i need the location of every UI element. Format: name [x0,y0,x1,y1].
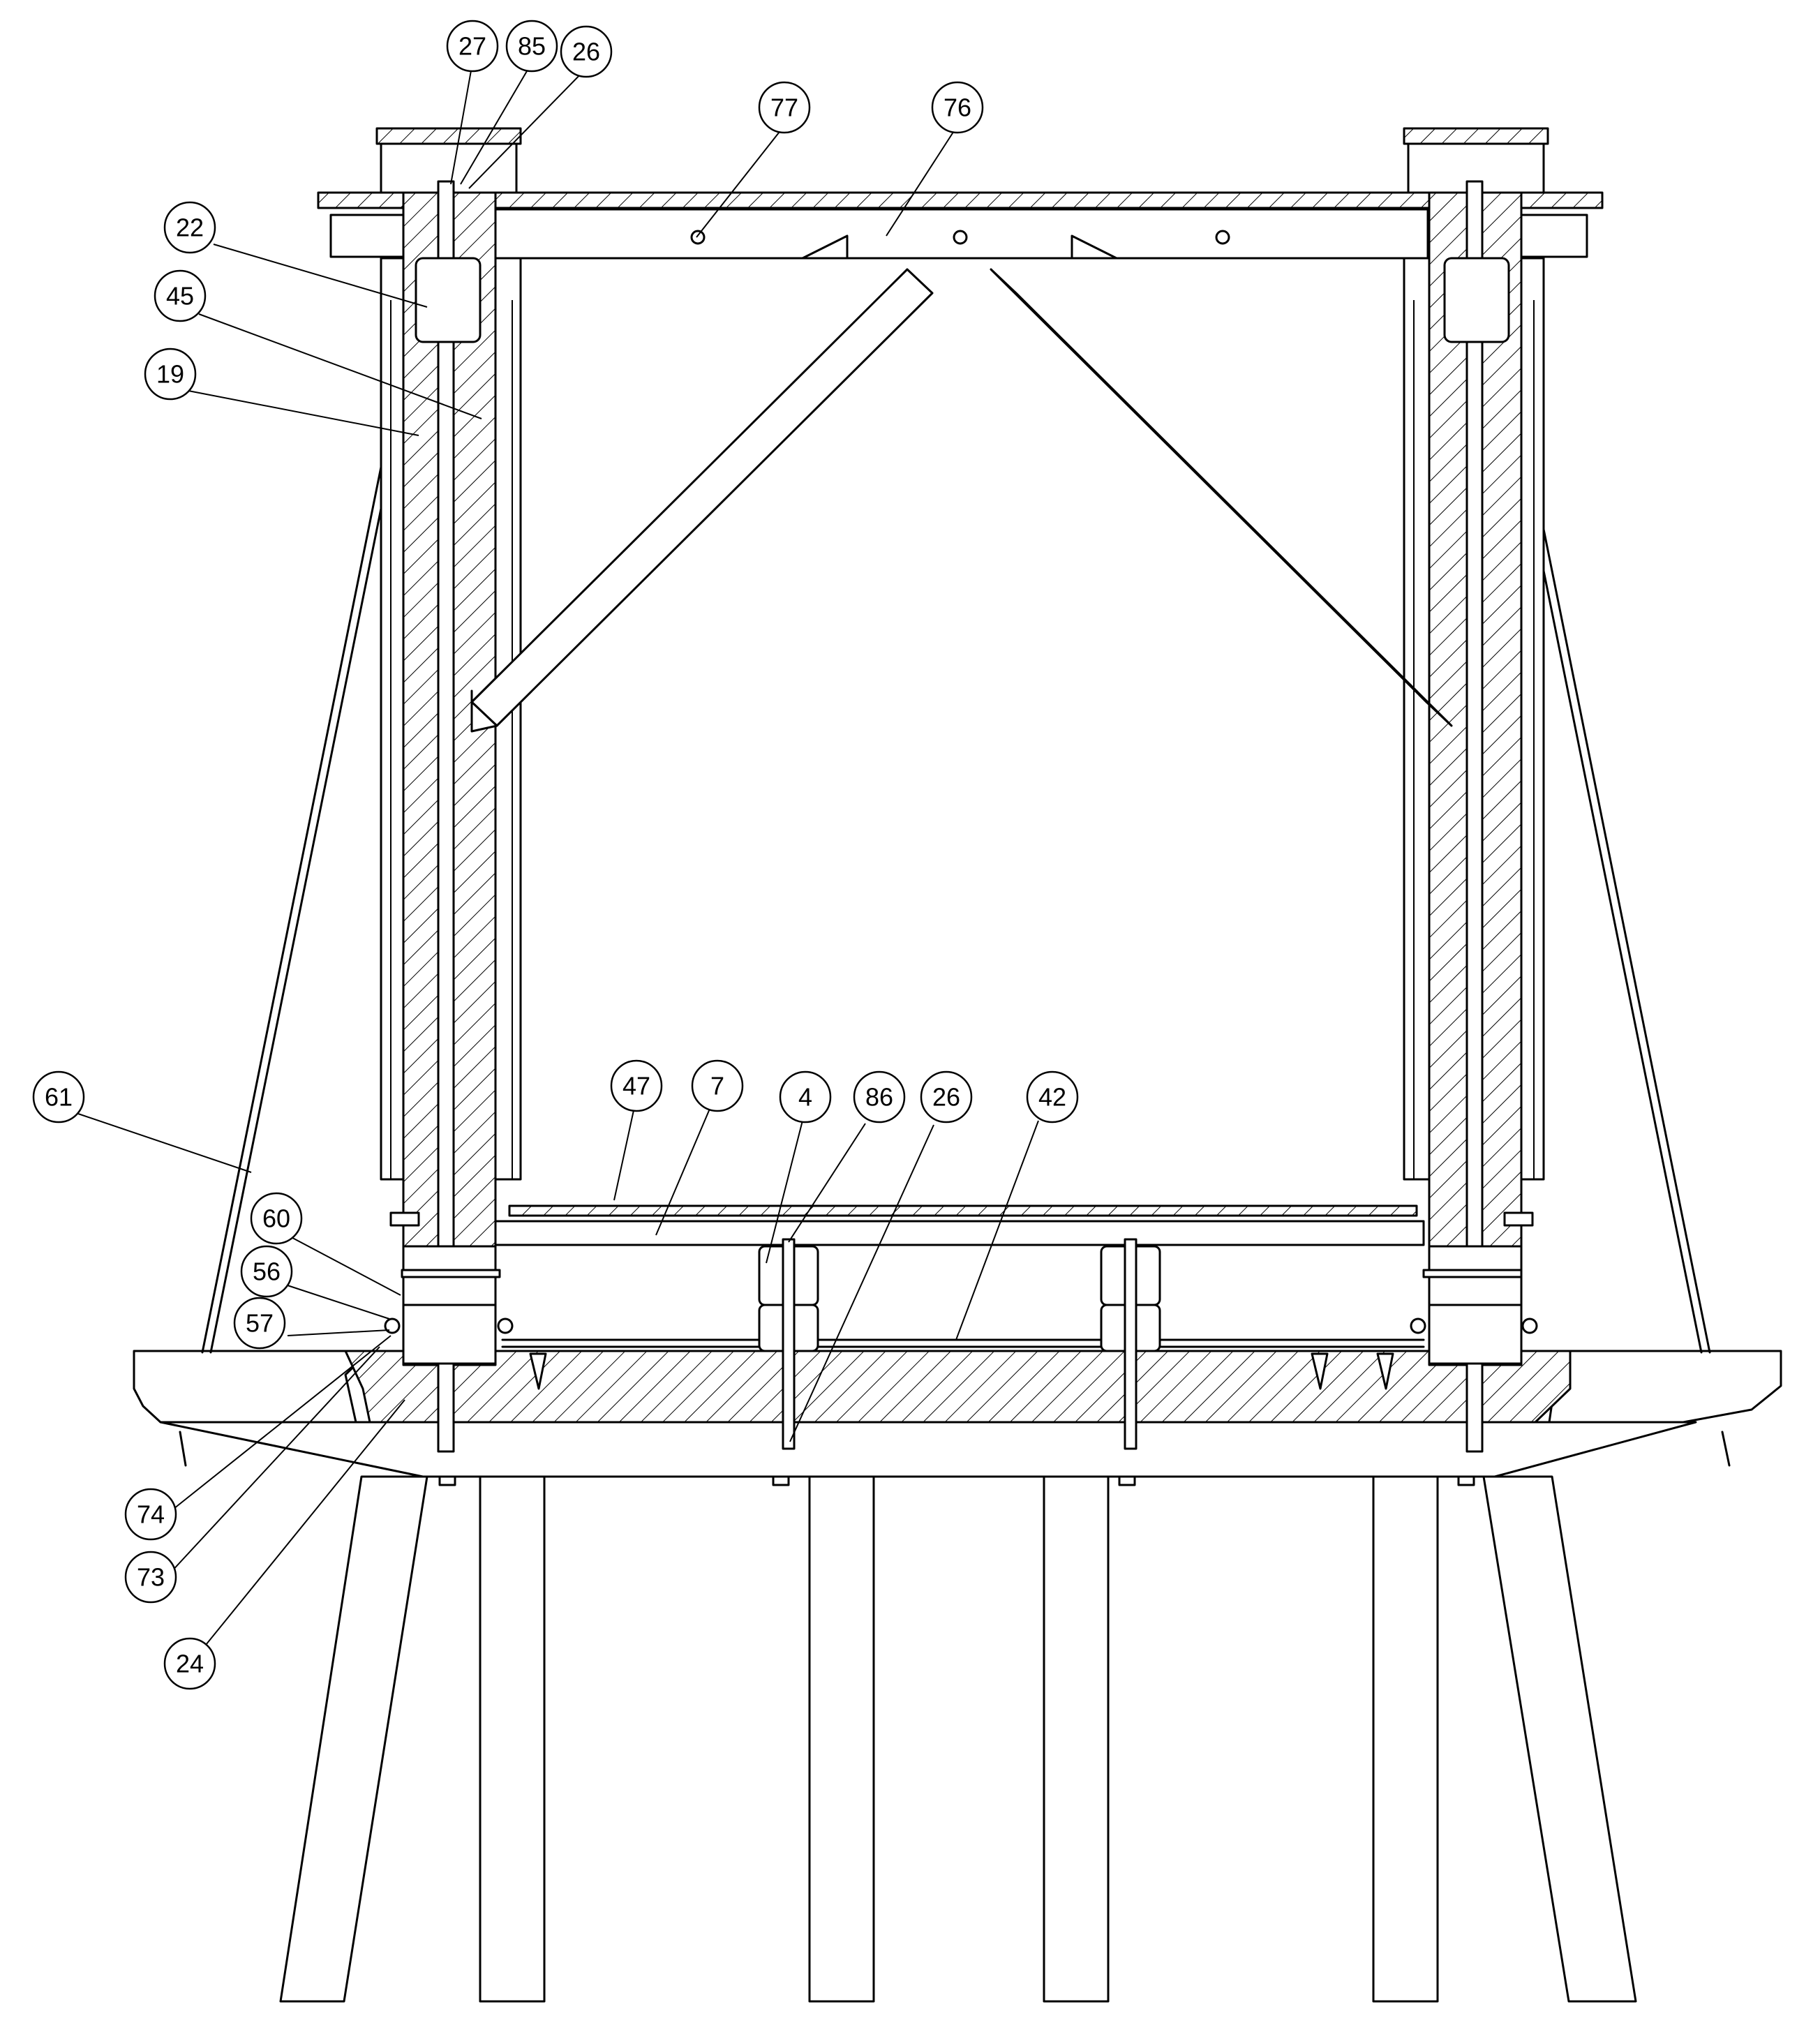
balloon-26-mid: 26 [920,1070,973,1124]
brace-right [990,268,1453,727]
svg-text:19: 19 [156,360,184,389]
left-column [380,180,522,1453]
rod-right [1721,1431,1731,1467]
balloon-86: 86 [853,1070,906,1124]
rod-left-column [437,180,455,1453]
top-cap-right [1403,127,1549,145]
svg-text:73: 73 [137,1563,165,1592]
balloon-77: 77 [758,81,811,134]
bracket [801,234,849,260]
stay-left [201,417,392,1354]
nut [1118,1475,1136,1486]
svg-text:74: 74 [137,1500,165,1529]
top-beam [317,127,1604,260]
pile-1 [479,1475,546,2003]
rod-left [179,1431,187,1467]
pile-outer-left [279,1475,428,2003]
balloon-61: 61 [32,1070,85,1124]
balloons: 27 85 26 77 76 22 45 19 [32,20,1079,1690]
leader-lines [77,62,1039,1660]
balloon-45: 45 [154,269,207,322]
block-22-right [1443,257,1510,343]
svg-text:24: 24 [176,1650,204,1678]
svg-text:56: 56 [253,1257,281,1286]
top-cap-left [375,127,522,145]
cap-beam-lower [159,1421,1697,1478]
top-deck-plate [317,191,1604,209]
walkway-beam-7 [494,1220,1425,1246]
balloon-7: 7 [691,1059,744,1112]
balloon-74: 74 [124,1488,177,1541]
balloon-56: 56 [240,1245,293,1298]
balloon-76: 76 [931,81,984,134]
svg-text:60: 60 [262,1204,290,1233]
svg-text:4: 4 [798,1083,812,1112]
svg-text:42: 42 [1038,1083,1066,1112]
pile-4 [1372,1475,1439,2003]
svg-text:61: 61 [45,1083,73,1112]
bolt-hole [1215,230,1230,245]
piles [279,1475,1637,2003]
svg-text:7: 7 [710,1072,724,1100]
balloon-26-top: 26 [560,25,613,78]
rod-86 [782,1238,796,1450]
balloon-22: 22 [163,201,216,254]
bolt-hole [953,230,968,245]
balloon-47: 47 [610,1059,663,1112]
brace-left [470,268,934,727]
pile-outer-right [1482,1475,1637,2003]
svg-text:47: 47 [622,1072,650,1100]
svg-text:22: 22 [176,214,204,242]
balloon-73: 73 [124,1551,177,1604]
balloon-27: 27 [446,20,499,73]
diagonal-braces [470,268,1453,733]
walkway [494,1204,1425,1450]
balloon-4: 4 [779,1070,832,1124]
nut [438,1475,456,1486]
grating-47 [508,1204,1418,1217]
balloon-60: 60 [250,1192,303,1245]
concrete-cap-section [344,1350,1572,1424]
pile-3 [1043,1475,1110,2003]
nut [1457,1475,1475,1486]
svg-text:57: 57 [246,1309,274,1338]
svg-text:45: 45 [166,282,194,311]
pile-2 [808,1475,875,2003]
svg-text:86: 86 [865,1083,893,1112]
svg-text:26: 26 [932,1083,960,1112]
svg-text:77: 77 [770,94,798,122]
stay-right [1520,417,1711,1354]
svg-text:76: 76 [943,94,971,122]
nut [772,1475,790,1486]
rod-right-column [1465,180,1484,1453]
svg-text:85: 85 [518,32,546,61]
block-22-left [415,257,482,343]
svg-text:26: 26 [572,38,600,66]
balloon-19: 19 [144,348,197,401]
balloon-57: 57 [233,1297,286,1350]
balloon-85: 85 [505,20,558,73]
balloon-24: 24 [163,1637,216,1690]
right-column [1403,180,1545,1453]
balloon-42: 42 [1026,1070,1079,1124]
cap-beam [133,1350,1782,1486]
bracket [1071,234,1118,260]
svg-text:27: 27 [458,32,486,61]
bolt-hole [690,230,706,245]
